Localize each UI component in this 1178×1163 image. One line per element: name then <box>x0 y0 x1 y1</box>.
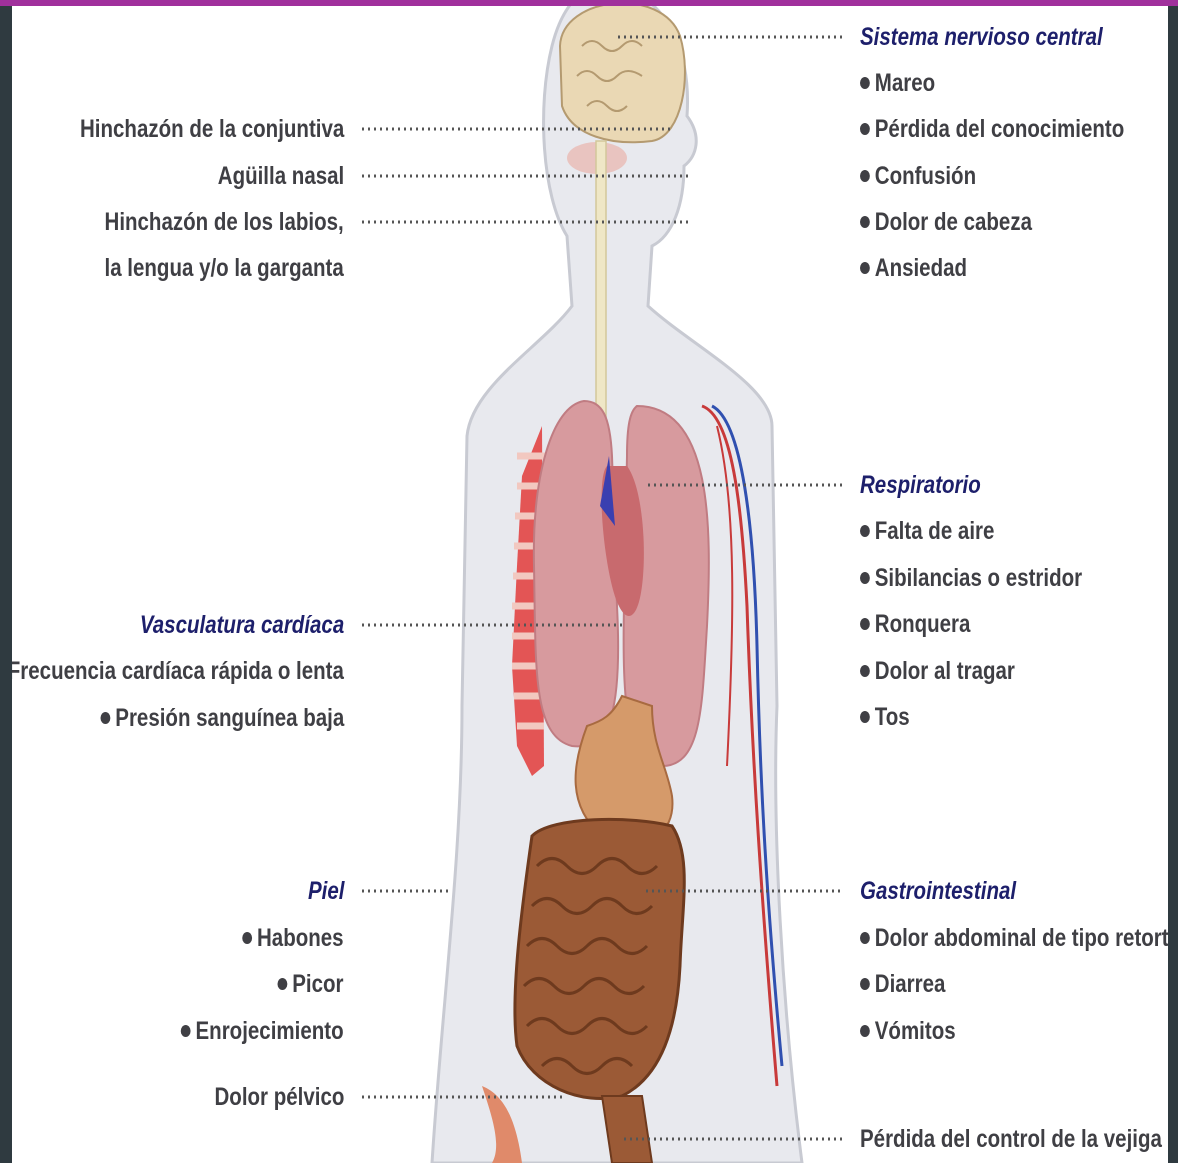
heading-piel: Piel <box>308 876 344 906</box>
snc-item-2: Pérdida del conocimiento <box>860 114 1124 144</box>
bullet-icon <box>860 572 870 584</box>
bullet-icon <box>860 123 870 135</box>
bullet-icon <box>278 978 288 990</box>
cardio-item-2: Presión sanguínea baja <box>100 703 344 733</box>
bullet-icon <box>860 216 870 228</box>
bullet-icon <box>860 170 870 182</box>
piel-item-3: Enrojecimiento <box>181 1016 344 1046</box>
heading-snc: Sistema nervioso central <box>860 22 1103 52</box>
bullet-icon <box>181 1025 191 1037</box>
gastro-item-1: Dolor abdominal de tipo retortijón <box>860 923 1168 953</box>
bullet-icon <box>860 525 870 537</box>
right-frame <box>1168 6 1178 1163</box>
resp-item-2: Sibilancias o estridor <box>860 563 1082 593</box>
snc-item-3: Confusión <box>860 161 976 191</box>
left-lung <box>534 401 618 746</box>
label-conjuntiva: Hinchazón de la conjuntiva <box>80 114 344 144</box>
bullet-icon <box>243 932 253 944</box>
resp-item-4: Dolor al tragar <box>860 656 1015 686</box>
label-labios-line1: Hinchazón de los labios, <box>105 207 344 237</box>
bullet-icon <box>860 77 870 89</box>
label-aguilla-nasal: Agüilla nasal <box>218 161 344 191</box>
heading-cardio: Vasculatura cardíaca <box>140 610 344 640</box>
anatomy-diagram: Hinchazón de la conjuntiva Agüilla nasal… <box>12 6 1168 1163</box>
resp-item-1: Falta de aire <box>860 516 994 546</box>
label-labios-line2: la lengua y/o la garganta <box>105 253 344 283</box>
heading-gastrointestinal: Gastrointestinal <box>860 876 1016 906</box>
resp-item-5: Tos <box>860 702 910 732</box>
bullet-icon <box>860 978 870 990</box>
bullet-icon <box>860 262 870 274</box>
label-dolor-pelvico: Dolor pélvico <box>214 1082 344 1112</box>
bullet-icon <box>100 712 110 724</box>
gastro-item-3: Vómitos <box>860 1016 956 1046</box>
cardio-item-1: Frecuencia cardíaca rápida o lenta <box>12 656 344 686</box>
resp-item-3: Ronquera <box>860 609 970 639</box>
snc-item-4: Dolor de cabeza <box>860 207 1032 237</box>
bullet-icon <box>860 1025 870 1037</box>
bullet-icon <box>860 665 870 677</box>
bullet-icon <box>860 932 870 944</box>
heading-respiratorio: Respiratorio <box>860 470 981 500</box>
snc-item-1: Mareo <box>860 68 935 98</box>
label-vejiga: Pérdida del control de la vejiga <box>860 1124 1162 1154</box>
piel-item-2: Picor <box>278 969 344 999</box>
bullet-icon <box>860 618 870 630</box>
gastro-item-2: Diarrea <box>860 969 945 999</box>
left-frame <box>0 6 12 1163</box>
piel-item-1: Habones <box>243 923 344 953</box>
snc-item-5: Ansiedad <box>860 253 967 283</box>
bullet-icon <box>860 711 870 723</box>
